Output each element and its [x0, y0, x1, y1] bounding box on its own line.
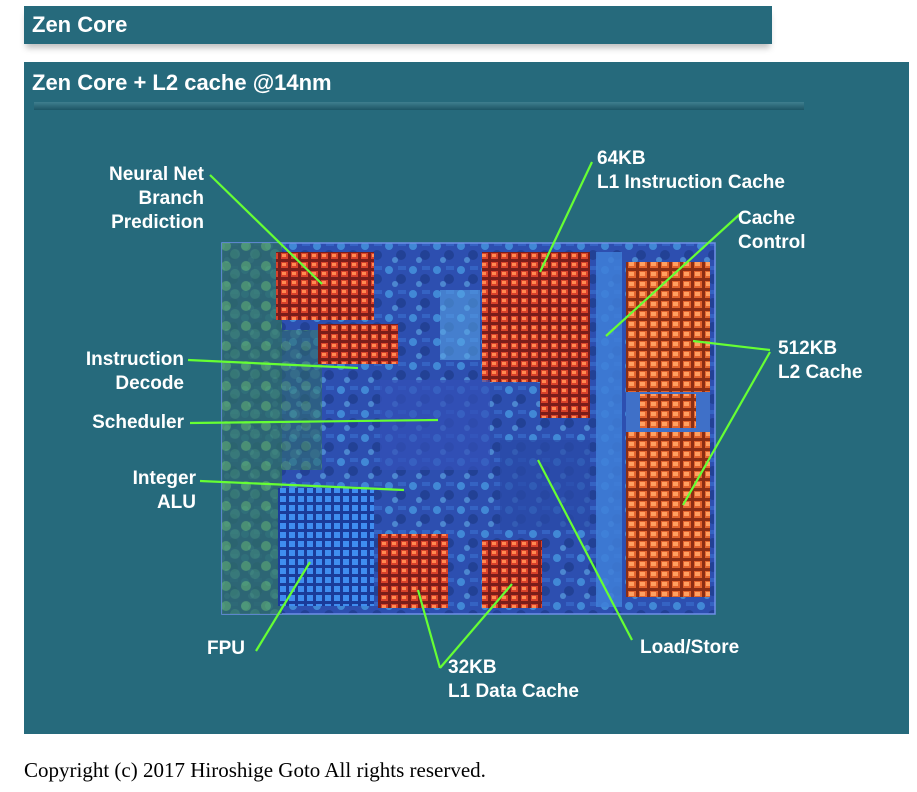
copyright-notice: Copyright (c) 2017 Hiroshige Goto All ri…: [24, 758, 486, 782]
label-line: Neural Net: [108, 164, 204, 185]
label-line: Integer: [132, 468, 196, 489]
label-line: Decode: [115, 373, 184, 394]
label-line: 64KB: [597, 148, 646, 169]
label-instruction-decode: Instruction Decode: [60, 348, 184, 396]
diagram-panel: Zen Core + L2 cache @14nm: [24, 62, 909, 734]
label-line: Control: [738, 232, 806, 253]
panel-title: Zen Core + L2 cache @14nm: [32, 70, 332, 95]
label-line: ALU: [156, 492, 196, 513]
label-line: 512KB: [778, 338, 838, 359]
label-line: Prediction: [111, 212, 204, 233]
label-line: Instruction: [85, 349, 184, 370]
label-cache-control: Cache Control: [738, 207, 806, 255]
label-line: L1 Instruction Cache: [597, 172, 785, 193]
label-fpu: FPU: [207, 638, 245, 659]
header-title: Zen Core: [32, 12, 128, 37]
label-l2-cache: 512KB L2 Cache: [778, 337, 862, 385]
header-bar: Zen Core: [24, 6, 772, 44]
label-l1-instruction-cache: 64KB L1 Instruction Cache: [597, 147, 785, 195]
leader-lines: [187, 161, 771, 669]
label-neural-net-branch-prediction: Neural Net Branch Prediction: [80, 163, 204, 235]
label-line: Branch: [138, 188, 204, 209]
label-load-store: Load/Store: [640, 637, 740, 658]
label-line: L2 Cache: [778, 362, 863, 383]
label-line: 32KB: [448, 657, 497, 678]
label-line: L1 Data Cache: [448, 681, 579, 702]
label-integer-alu: Integer ALU: [80, 467, 196, 515]
label-line: Cache: [738, 208, 796, 229]
label-scheduler: Scheduler: [92, 412, 184, 433]
panel-divider: [34, 102, 804, 110]
label-l1-data-cache: 32KB L1 Data Cache: [448, 656, 579, 704]
